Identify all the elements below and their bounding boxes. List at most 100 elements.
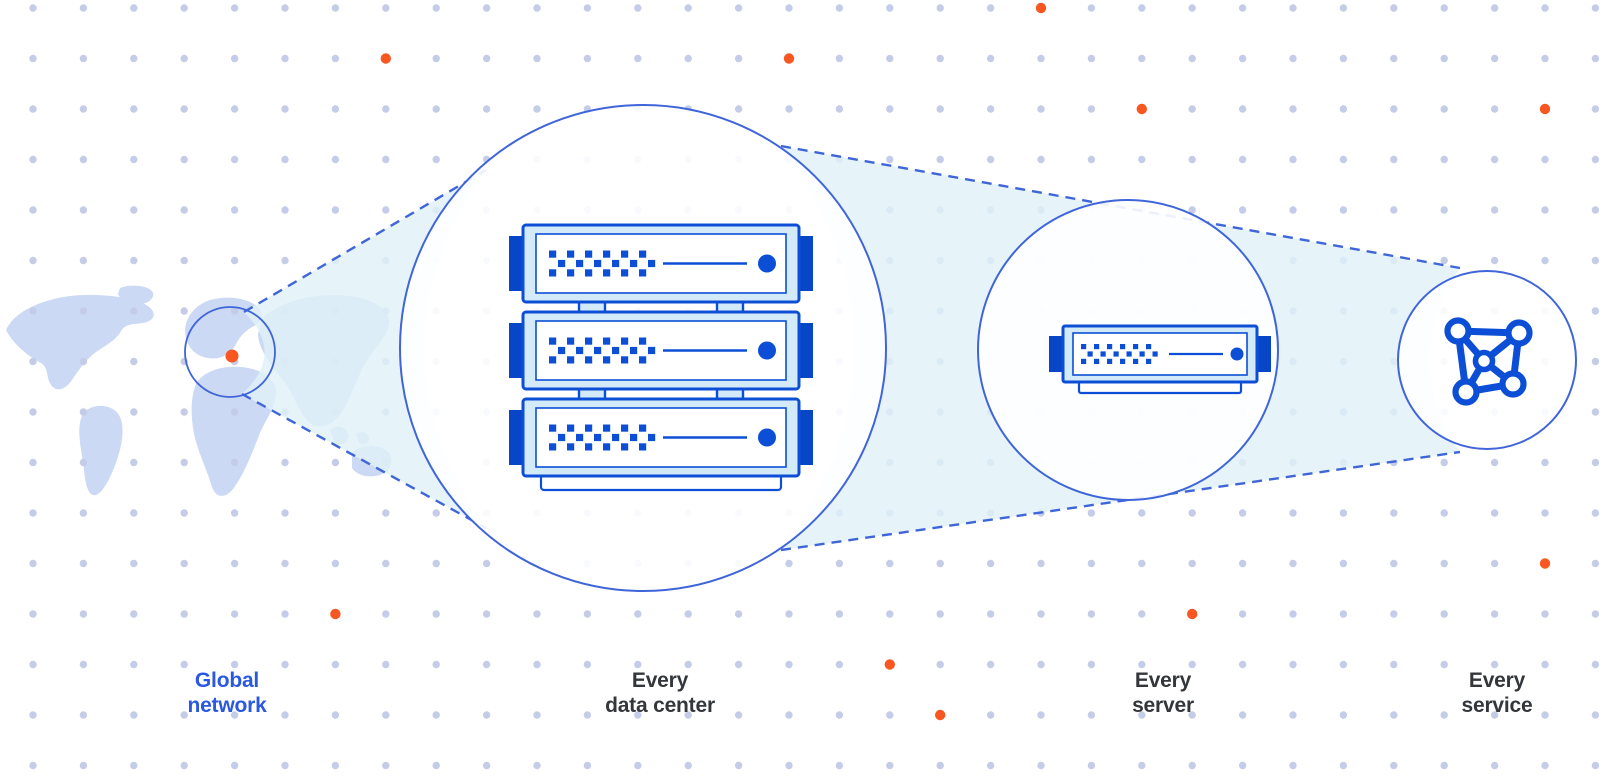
- grid-dot: [331, 761, 340, 770]
- grid-dot: [533, 761, 541, 770]
- grid-dot: [382, 610, 390, 618]
- grid-dot: [1440, 458, 1448, 467]
- grid-dot: [281, 4, 289, 12]
- grid-dot: [1138, 509, 1146, 517]
- grid-dot: [281, 509, 289, 517]
- grid-dot: [533, 4, 541, 12]
- grid-dot: [1188, 105, 1196, 113]
- grid-dot: [1188, 559, 1196, 568]
- grid-dot: [29, 105, 37, 113]
- grid-dot: [1541, 660, 1549, 669]
- map-location-dot: [225, 349, 239, 363]
- grid-dot: [1087, 610, 1096, 618]
- grid-dot: [130, 307, 138, 315]
- grid-dot: [432, 660, 440, 669]
- grid-dot: [1440, 256, 1448, 265]
- grid-dot: [583, 761, 592, 770]
- grid-dot: [986, 4, 995, 12]
- grid-dot: [785, 4, 793, 12]
- grid-dot: [432, 155, 440, 164]
- grid-dot: [432, 559, 440, 568]
- grid-dot: [886, 711, 894, 719]
- grid-dot: [1339, 54, 1348, 63]
- grid-dot: [79, 256, 88, 265]
- grid-dot: [331, 509, 340, 517]
- grid-dot: [684, 761, 692, 770]
- grid-dot: [1591, 408, 1600, 416]
- label-every-data-center: Every data center: [605, 668, 715, 718]
- grid-dot: [1339, 761, 1348, 770]
- grid-dot: [130, 509, 138, 517]
- grid-dot: [281, 610, 289, 618]
- grid-dot: [1440, 761, 1448, 770]
- grid-dot: [281, 660, 289, 669]
- grid-dot: [583, 660, 592, 669]
- grid-dot: [79, 105, 88, 113]
- grid-dot: [1339, 155, 1348, 164]
- grid-dot: [835, 559, 844, 568]
- grid-dot-orange: [380, 53, 391, 64]
- grid-dot: [331, 155, 340, 164]
- grid-dot: [785, 761, 793, 770]
- grid-dot: [79, 458, 88, 467]
- grid-dot: [936, 610, 944, 618]
- grid-dot: [1138, 559, 1146, 568]
- grid-dot: [1188, 509, 1196, 517]
- grid-dot: [180, 4, 188, 12]
- grid-dot: [432, 105, 440, 113]
- grid-dot: [1339, 610, 1348, 618]
- grid-dot: [886, 4, 894, 12]
- grid-dot: [482, 54, 491, 63]
- grid-dot: [1591, 4, 1600, 12]
- grid-dot: [1541, 155, 1549, 164]
- grid-dot: [734, 761, 743, 770]
- grid-dot: [79, 610, 88, 618]
- server-rack: [509, 223, 813, 492]
- grid-dot: [1087, 509, 1096, 517]
- grid-dot: [29, 256, 37, 265]
- grid-dot: [1339, 4, 1348, 12]
- grid-dot-orange: [783, 53, 795, 64]
- grid-dot: [180, 509, 188, 517]
- grid-dot: [230, 105, 239, 113]
- grid-dot: [1541, 761, 1549, 770]
- grid-dot: [1138, 54, 1146, 63]
- grid-dot: [1490, 660, 1499, 669]
- grid-dot: [29, 155, 37, 164]
- grid-dot: [230, 206, 239, 214]
- grid-dot: [230, 559, 239, 568]
- grid-dot: [29, 458, 37, 467]
- grid-dot: [1490, 4, 1499, 12]
- grid-dot: [230, 660, 239, 669]
- grid-dot: [1238, 660, 1247, 669]
- label-line: server: [1132, 694, 1194, 717]
- network-mesh-icon: [1444, 317, 1533, 406]
- grid-dot: [1440, 610, 1448, 618]
- grid-dot: [634, 660, 642, 669]
- grid-dot: [180, 458, 188, 467]
- grid-dot: [533, 711, 541, 719]
- grid-dot: [533, 105, 541, 113]
- grid-dot: [482, 761, 491, 770]
- grid-dot: [1339, 206, 1348, 214]
- grid-dot: [130, 458, 138, 467]
- grid-dot: [29, 4, 37, 12]
- grid-dot: [986, 660, 995, 669]
- grid-dot: [1138, 711, 1146, 719]
- grid-dot: [734, 105, 743, 113]
- grid-dot: [1390, 4, 1398, 12]
- grid-dot: [986, 761, 995, 770]
- grid-dot: [1087, 4, 1096, 12]
- grid-dot: [1490, 458, 1499, 467]
- grid-dot: [1440, 155, 1448, 164]
- grid-dot: [1289, 761, 1297, 770]
- grid-dot-orange: [1187, 608, 1198, 620]
- grid-dot: [230, 54, 239, 63]
- grid-dot: [785, 105, 793, 113]
- grid-dot: [1390, 206, 1398, 214]
- grid-dot: [785, 610, 793, 618]
- grid-dot: [986, 105, 995, 113]
- grid-dot: [583, 4, 592, 12]
- grid-dot: [1188, 54, 1196, 63]
